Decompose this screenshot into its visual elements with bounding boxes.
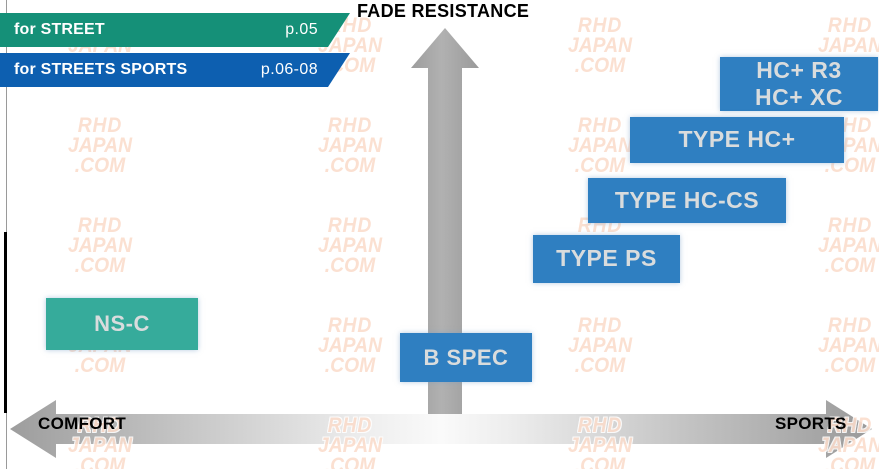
watermark-line3: .COM xyxy=(574,54,626,77)
product-box-label: TYPE PS xyxy=(556,245,657,272)
watermark-line1: RHD xyxy=(827,214,873,237)
watermark-line2: JAPAN xyxy=(67,134,133,157)
fade-resistance-arrow-icon xyxy=(411,28,479,426)
watermark-line1: RHD xyxy=(77,214,123,237)
product-box-type-ps[interactable]: TYPE PS xyxy=(533,235,680,283)
product-box-label: TYPE HC-CS xyxy=(614,186,760,213)
product-box-label: B SPEC xyxy=(423,344,509,370)
product-box-type-hc-plus[interactable]: TYPE HC+ xyxy=(630,117,844,163)
watermark-line2: JAPAN xyxy=(567,334,633,357)
axis-label-sports: SPORTS xyxy=(775,414,847,433)
fade-resistance-title: FADE RESISTANCE xyxy=(357,1,530,21)
product-box-hc-r3-xc[interactable]: HC+ R3 HC+ XC xyxy=(720,57,878,111)
product-label-line2: HC+ XC xyxy=(755,84,843,110)
watermark-line1: RHD xyxy=(827,14,873,37)
banner-label: for STREETS SPORTS xyxy=(14,61,188,78)
watermark-line3: .COM xyxy=(324,254,376,277)
product-box-label: NS-C xyxy=(94,311,150,337)
watermark-line2: JAPAN xyxy=(67,234,133,257)
watermark-line2: JAPAN xyxy=(317,134,383,157)
product-box-ns-c[interactable]: NS-C xyxy=(46,298,198,350)
watermark-line1: RHD xyxy=(327,214,373,237)
watermark-line2: JAPAN xyxy=(567,34,633,57)
product-box-label: TYPE HC+ xyxy=(678,126,796,153)
banner-page-ref: p.05 xyxy=(285,21,318,38)
product-label-line1: HC+ R3 xyxy=(756,56,842,83)
watermark-line2: JAPAN xyxy=(817,334,879,357)
watermark-line1: RHD xyxy=(327,114,373,137)
axis-label-comfort: COMFORT xyxy=(38,414,127,433)
banner-for-streets-sports[interactable]: for STREETS SPORTS p.06-08 xyxy=(0,53,350,87)
banner-label: for STREET xyxy=(14,21,105,38)
banner-page-ref: p.06-08 xyxy=(260,61,318,78)
watermark-line1: RHD xyxy=(577,14,623,37)
product-box-type-hc-cs[interactable]: TYPE HC-CS xyxy=(588,178,786,223)
banner-body: for STREET p.05 xyxy=(0,13,350,47)
watermark-line2: JAPAN xyxy=(817,234,879,257)
comfort-sports-arrow-icon xyxy=(10,400,872,458)
banner-for-street[interactable]: for STREET p.05 xyxy=(0,13,350,47)
watermark-line2: JAPAN xyxy=(817,34,879,57)
product-box-label: HC+ R3 HC+ XC xyxy=(755,57,843,111)
watermark-line1: RHD xyxy=(577,314,623,337)
watermark-line2: JAPAN xyxy=(317,334,383,357)
watermark-line1: RHD xyxy=(77,114,123,137)
watermark-line3: .COM xyxy=(74,154,126,177)
watermark-line3: .COM xyxy=(74,254,126,277)
product-box-b-spec[interactable]: B SPEC xyxy=(400,333,532,382)
left-margin-rule-bold xyxy=(4,232,7,413)
watermark-line3: .COM xyxy=(324,154,376,177)
watermark-line3: .COM xyxy=(824,354,876,377)
watermark-line3: .COM xyxy=(824,254,876,277)
watermark-line1: RHD xyxy=(327,314,373,337)
watermark-line1: RHD xyxy=(827,314,873,337)
watermark-line3: .COM xyxy=(324,354,376,377)
banner-body: for STREETS SPORTS p.06-08 xyxy=(0,53,350,87)
watermark-line3: .COM xyxy=(74,354,126,377)
watermark-line2: JAPAN xyxy=(317,234,383,257)
watermark-line3: .COM xyxy=(574,354,626,377)
